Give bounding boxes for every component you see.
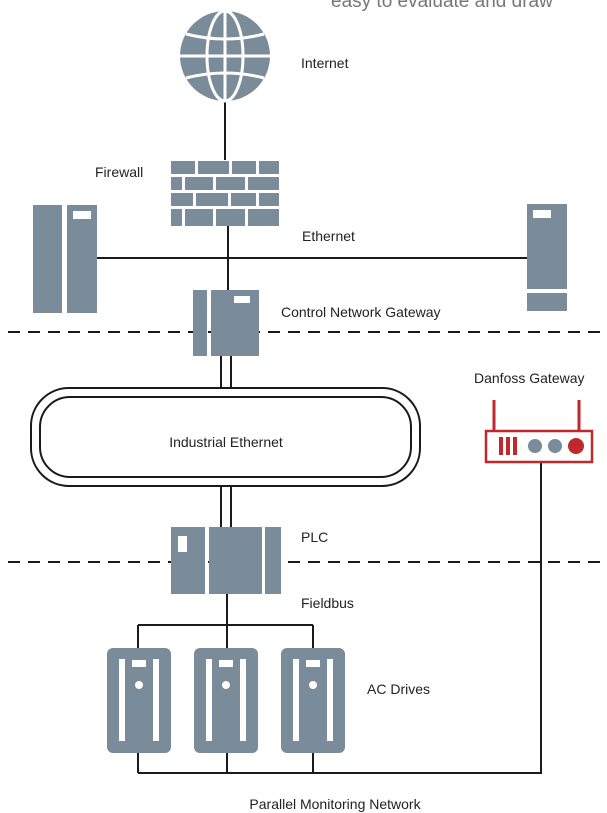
ac-drive-icon-2 bbox=[194, 648, 258, 753]
firewall-label: Firewall bbox=[95, 164, 143, 180]
ac-drive-icon-3 bbox=[281, 648, 345, 753]
ethernet-label: Ethernet bbox=[302, 228, 355, 244]
server-cabinet-icon-right bbox=[527, 204, 567, 311]
parallel-monitoring-line bbox=[138, 462, 542, 774]
server-cabinet-icon-left bbox=[33, 205, 97, 313]
industrial-ethernet-label: Industrial Ethernet bbox=[169, 434, 283, 450]
brick-wall-icon bbox=[171, 161, 279, 226]
internet-label: Internet bbox=[301, 55, 349, 71]
control-gateway-label: Control Network Gateway bbox=[281, 304, 441, 320]
globe-icon bbox=[180, 9, 270, 103]
ac-drives-label: AC Drives bbox=[367, 681, 430, 697]
router-icon bbox=[484, 400, 594, 464]
plc-icon bbox=[171, 527, 281, 594]
fieldbus-label: Fieldbus bbox=[301, 595, 354, 611]
header-text: easy to evaluate and draw bbox=[331, 0, 553, 12]
connection-lines bbox=[97, 100, 542, 774]
ac-drive-icon-1 bbox=[107, 648, 171, 753]
industrial-ethernet-ring bbox=[30, 387, 421, 487]
plc-label: PLC bbox=[301, 529, 328, 545]
parallel-monitoring-label: Parallel Monitoring Network bbox=[249, 796, 421, 812]
gateway-device-icon bbox=[193, 290, 259, 356]
danfoss-gateway-label: Danfoss Gateway bbox=[474, 370, 585, 386]
